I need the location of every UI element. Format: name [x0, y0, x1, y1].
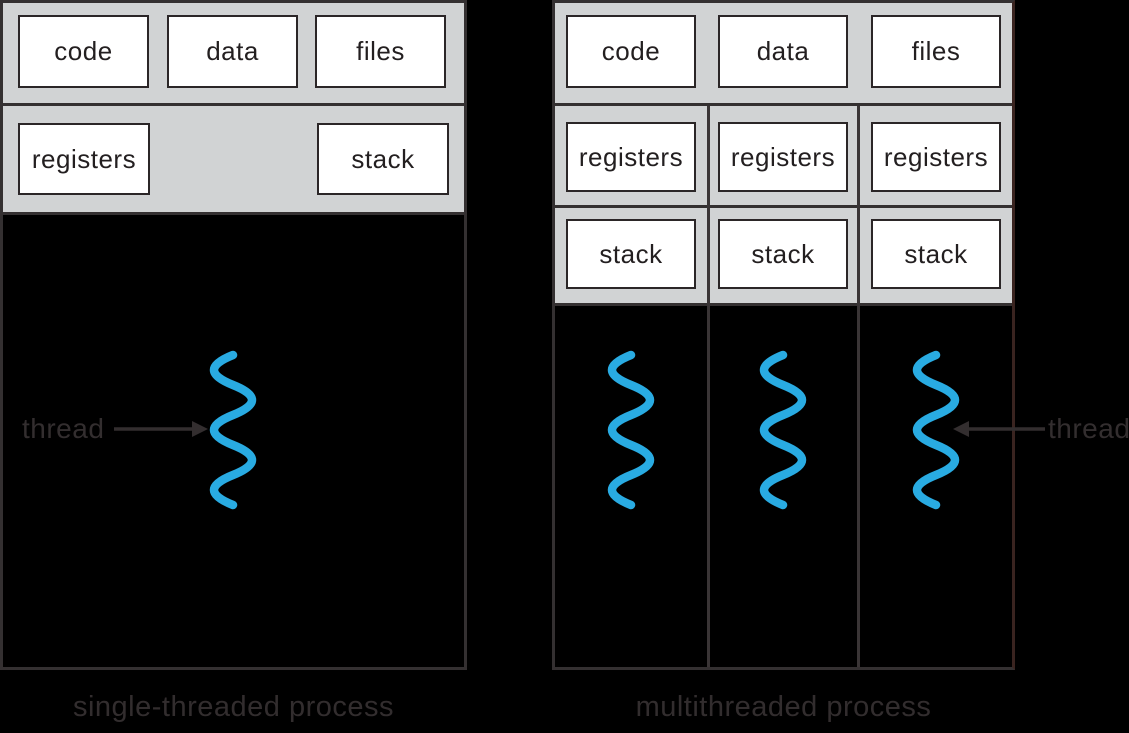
data-box-label: data [756, 36, 810, 66]
data-box-label: data [206, 36, 259, 66]
thread-wave-path [209, 350, 257, 510]
code-box-label: code [601, 36, 661, 66]
thread-wave-path [912, 350, 960, 510]
stack-box-col2: stack [718, 219, 848, 289]
data-box: data [718, 15, 848, 88]
column-divider-1 [707, 106, 710, 667]
stack-box-label: stack [904, 238, 968, 269]
column-divider-2 [857, 106, 860, 667]
thread-squiggle-icon-col3 [912, 350, 960, 510]
thread-squiggle-icon-col1 [607, 350, 655, 510]
thread-wave-path [607, 350, 655, 510]
single-threaded-process-diagram: code data files registers stack [0, 0, 467, 670]
registers-box-label: registers [31, 143, 137, 174]
code-box-label: code [54, 36, 113, 66]
registers-box-label: registers [578, 141, 684, 172]
registers-box-col3: registers [871, 122, 1001, 192]
code-box: code [18, 15, 149, 88]
registers-box: registers [18, 123, 150, 195]
caption-single-threaded: single-threaded process [72, 691, 394, 723]
process-resources-section: code data files [3, 3, 464, 106]
thread-squiggle-icon-col2 [759, 350, 807, 510]
registers-box-label: registers [730, 141, 836, 172]
thread-label-right: thread [1048, 413, 1129, 444]
arrow-left-icon [953, 421, 1045, 437]
files-box-label: files [356, 36, 405, 66]
multithreaded-process-diagram: code data files registers registers regi… [552, 0, 1015, 670]
stack-box: stack [317, 123, 449, 195]
registers-row: registers registers registers [555, 106, 1012, 208]
files-box: files [315, 15, 446, 88]
stack-box-col3: stack [871, 219, 1001, 289]
registers-box-col1: registers [566, 122, 696, 192]
thread-squiggle-icon [209, 350, 257, 510]
thread-context-section: registers stack [3, 106, 464, 215]
files-box-label: files [911, 36, 961, 66]
code-box: code [566, 15, 696, 88]
thread-wave-path [759, 350, 807, 510]
process-resources-section-right: code data files [555, 3, 1012, 106]
registers-box-col2: registers [718, 122, 848, 192]
stack-box-col1: stack [566, 219, 696, 289]
stack-box-label: stack [351, 143, 415, 174]
files-box: files [871, 15, 1001, 88]
data-box: data [167, 15, 298, 88]
arrow-right-icon [114, 421, 208, 437]
stack-row: stack stack stack [555, 208, 1012, 306]
stack-box-label: stack [599, 238, 663, 269]
caption-multithreaded: multithreaded process [635, 691, 932, 723]
registers-box-label: registers [883, 141, 989, 172]
stack-box-label: stack [751, 238, 815, 269]
thread-label-left: thread [22, 413, 105, 444]
